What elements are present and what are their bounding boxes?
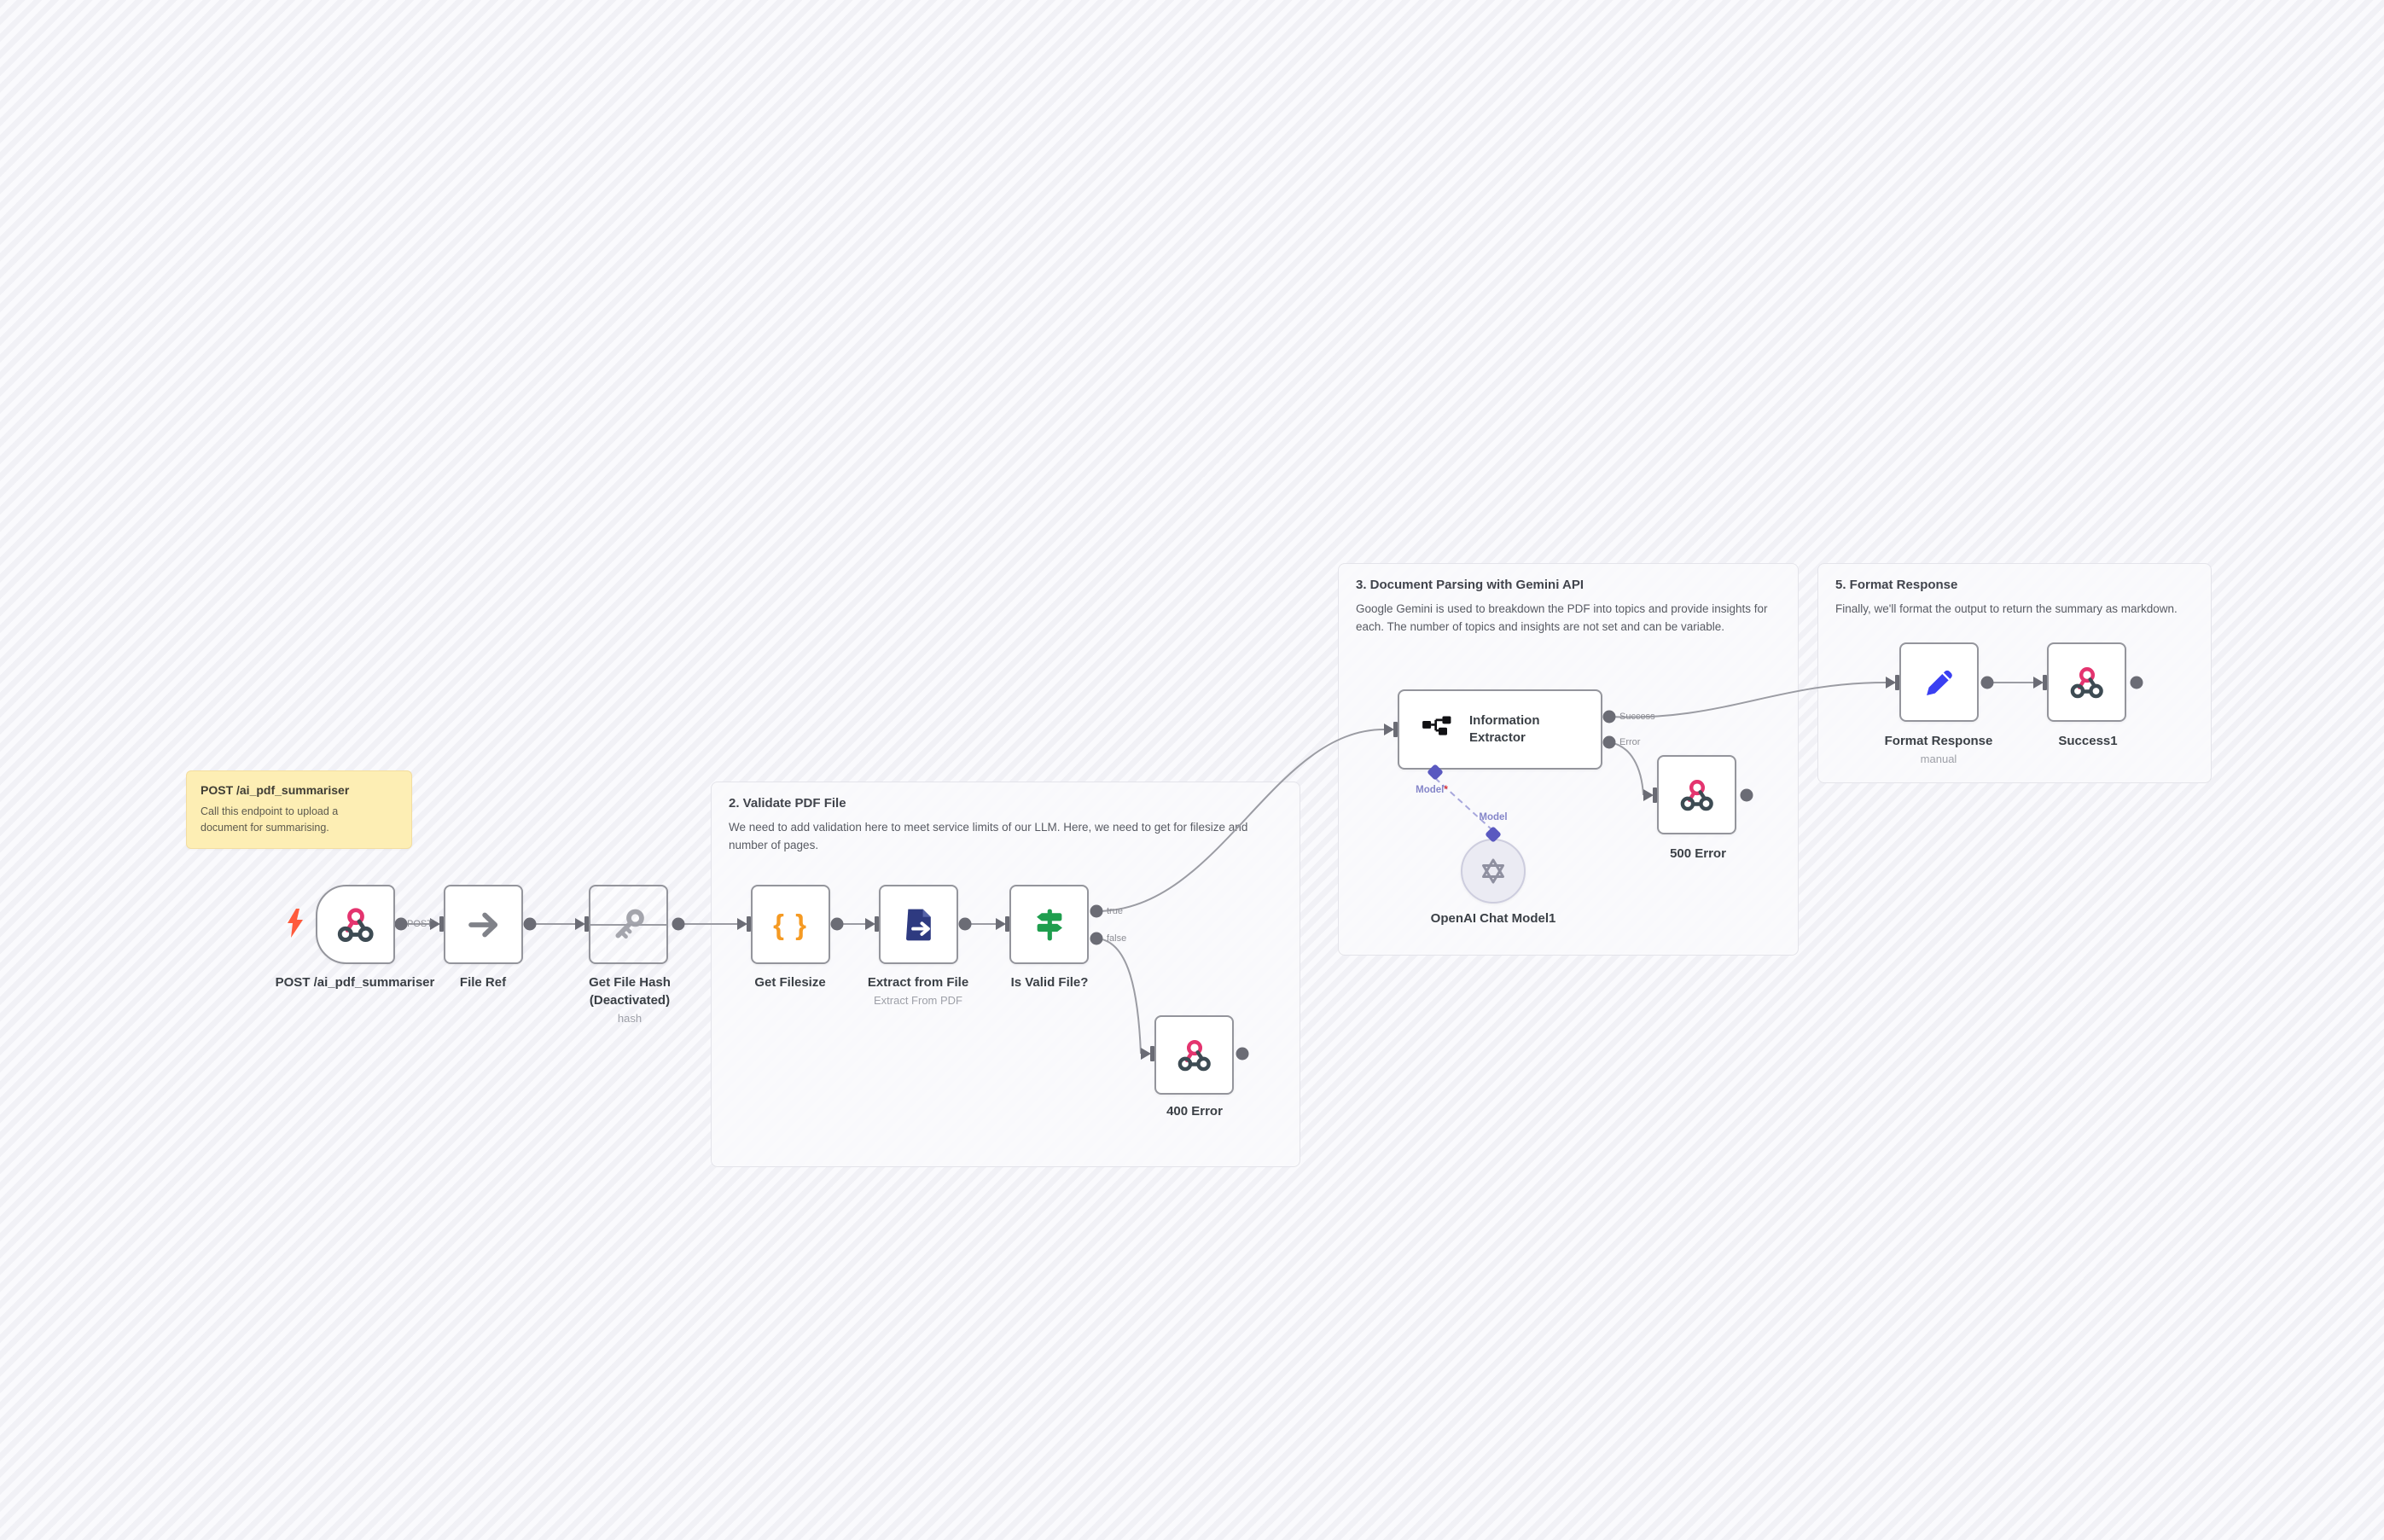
webhook-icon — [337, 907, 374, 942]
signpost-icon — [1036, 909, 1062, 940]
edge-label-post: POST — [407, 919, 433, 929]
node-label-format-response: Format Response manual — [1884, 734, 1993, 765]
node-500-error[interactable] — [1657, 755, 1736, 834]
node-label-openai-chat-model: OpenAI Chat Model1 — [1430, 911, 1556, 926]
output-connector[interactable] — [672, 917, 685, 931]
node-label-webhook: POST /ai_pdf_summariser — [275, 975, 435, 990]
node-label-is-valid-file: Is Valid File? — [1010, 975, 1089, 990]
sticky-note-title: POST /ai_pdf_summariser — [201, 783, 350, 797]
node-title-information-extractor: Information Extractor — [1469, 712, 1540, 745]
arrow-right-icon — [468, 912, 497, 937]
node-label-400-error: 400 Error — [1166, 1104, 1223, 1119]
edge-label-success: Success — [1619, 712, 1655, 722]
node-get-file-hash[interactable] — [589, 885, 668, 964]
pencil-icon — [1926, 670, 1952, 695]
node-openai-chat-model[interactable] — [1461, 839, 1526, 904]
node-webhook-trigger[interactable] — [316, 885, 395, 964]
respond-webhook-icon — [2070, 666, 2103, 698]
key-icon — [614, 909, 644, 939]
edge-label-model-required: Model* — [1416, 785, 1448, 795]
edge-label-model: Model — [1479, 812, 1508, 822]
node-label-get-filesize: Get Filesize — [754, 975, 826, 990]
node-is-valid-file[interactable] — [1009, 885, 1089, 964]
section-title: 2. Validate PDF File — [729, 796, 846, 811]
section-title: 5. Format Response — [1835, 578, 1958, 592]
node-format-response[interactable] — [1899, 642, 1979, 722]
openai-logo-icon — [1482, 858, 1504, 884]
section-title: 3. Document Parsing with Gemini API — [1356, 578, 1584, 592]
node-extract-from-file[interactable] — [879, 885, 958, 964]
sticky-note-endpoint[interactable]: POST /ai_pdf_summariser Call this endpoi… — [186, 770, 412, 849]
node-get-filesize[interactable]: { } — [751, 885, 830, 964]
file-export-icon — [905, 909, 931, 940]
output-connector[interactable] — [394, 917, 408, 931]
node-label-500-error: 500 Error — [1670, 846, 1726, 861]
node-400-error[interactable] — [1154, 1015, 1234, 1095]
section-description: We need to add validation here to meet s… — [729, 821, 1248, 851]
node-success1[interactable] — [2047, 642, 2126, 722]
input-connector[interactable] — [575, 916, 589, 932]
sticky-note-body: Call this endpoint to upload a document … — [201, 805, 339, 834]
edge-label-false: false — [1107, 933, 1127, 944]
edge-label-true: true — [1107, 906, 1123, 916]
node-hierarchy-icon — [1422, 716, 1451, 735]
node-information-extractor[interactable]: Information Extractor — [1398, 689, 1602, 770]
respond-webhook-icon — [1680, 779, 1713, 811]
respond-webhook-icon — [1177, 1039, 1211, 1071]
section-format-response[interactable]: 5. Format Response Finally, we'll format… — [1817, 563, 2212, 783]
curly-braces-icon: { } — [773, 908, 808, 940]
node-label-success1: Success1 — [2058, 734, 2118, 748]
edge-label-error: Error — [1619, 737, 1641, 747]
lightning-bolt-icon — [288, 909, 303, 938]
node-label-get-file-hash: Get File Hash (Deactivated) hash — [589, 975, 671, 1025]
node-label-extract-from-file: Extract from File Extract From PDF — [867, 975, 969, 1007]
node-file-ref[interactable] — [444, 885, 523, 964]
node-label-file-ref: File Ref — [459, 975, 507, 990]
section-description: Google Gemini is used to breakdown the P… — [1356, 602, 1768, 633]
output-connector[interactable] — [523, 917, 537, 931]
section-description: Finally, we'll format the output to retu… — [1835, 602, 2178, 615]
